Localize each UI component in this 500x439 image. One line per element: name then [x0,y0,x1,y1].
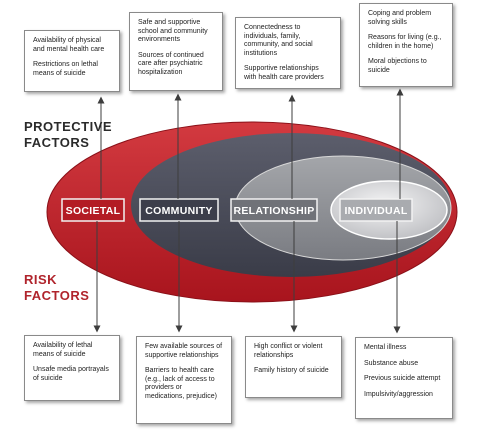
societal-label: SOCIETAL [66,205,121,217]
risk-item: Impulsivity/aggression [364,390,433,398]
risk-box-individual: Mental illness Substance abuse Previous … [355,337,453,419]
community-label: COMMUNITY [145,205,212,217]
protective-item: Supportive relationships with health car… [244,65,324,81]
protective-heading-line-2: FACTORS [24,135,90,150]
risk-heading-line-2: FACTORS [24,288,90,303]
protective-item: Moral objections to suicide [368,58,427,74]
protective-box-societal: Availability of physical and mental heal… [24,30,120,92]
protective-box-community: Safe and supportive school and community… [129,12,223,91]
protective-item: Availability of physical and mental heal… [33,37,105,53]
risk-item: Unsafe media portrayals of suicide [33,366,109,382]
risk-box-relationship: High conflict or violent relationships F… [245,336,342,398]
risk-item: Few available sources of supportive rela… [145,343,223,359]
relationship-label: RELATIONSHIP [234,205,315,217]
protective-item: Reasons for living (e.g., children in th… [368,34,442,50]
protective-item: Safe and supportive school and community… [138,19,208,43]
risk-item: Family history of suicide [254,367,329,374]
protective-box-relationship: Connectedness to individuals, family, co… [235,17,341,89]
risk-box-community: Few available sources of supportive rela… [136,336,232,424]
protective-item: Coping and problem solving skills [368,10,432,26]
risk-item: High conflict or violent relationships [254,343,323,359]
relationship-label-bg [230,198,318,222]
protective-item: Connectedness to individuals, family, co… [244,24,313,57]
individual-label: INDIVIDUAL [344,205,407,217]
protective-item: Sources of continued care after psychiat… [138,51,204,76]
risk-heading-line-1: RISK [24,272,58,287]
protective-box-individual: Coping and problem solving skills Reason… [359,3,453,87]
protective-factors-heading: PROTECTIVE FACTORS [24,119,112,151]
risk-item: Availability of lethal means of suicide [33,342,93,358]
risk-item: Previous suicide attempt [364,375,441,382]
risk-box-societal: Availability of lethal means of suicide … [24,335,120,401]
individual-label-bg [339,198,413,222]
risk-factors-heading: RISK FACTORS [24,272,89,304]
risk-item: Barriers to health care (e.g., lack of a… [145,367,217,400]
protective-item: Restrictions on lethal means of suicide [33,61,98,77]
societal-label-bg [61,198,125,222]
risk-item: Mental illness [364,344,407,351]
risk-item: Substance abuse [364,359,419,367]
protective-heading-line-1: PROTECTIVE [24,119,113,134]
